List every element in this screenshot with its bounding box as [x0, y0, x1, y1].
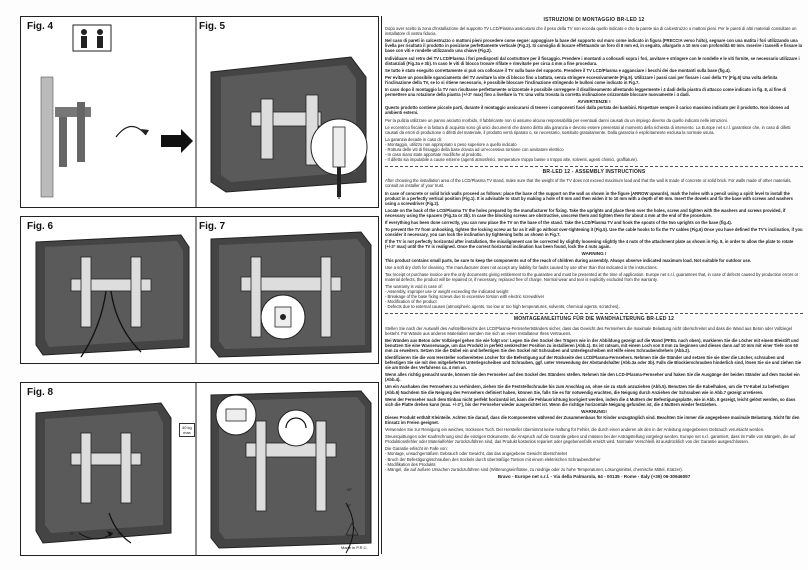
section-italian: ISTRUZIONI DI MONTAGGIO BR-LED 12 Dopo a…: [385, 17, 803, 163]
german-p5: Um ein Aushaken des Fernsehers zu verhin…: [385, 384, 790, 395]
section-german: MONTAGEANLEITUNG FÜR DIE WANDHALTERUNG B…: [385, 317, 803, 479]
instructions-text: ISTRUZIONI DI MONTAGGIO BR-LED 12 Dopo a…: [385, 16, 803, 479]
italian-title: ISTRUZIONI DI MONTAGGIO BR-LED 12: [543, 17, 645, 23]
italian-p9: Le eccentrico fiscale e la fattura di ac…: [385, 124, 791, 135]
tilt-plus-label: +3°: [117, 531, 124, 536]
italian-p3: Individuare sul retro del TV LCD/Plasma …: [385, 55, 800, 66]
section-english: BR-LED 12 - ASSEMBLY INSTRUCTIONS After …: [385, 169, 803, 310]
english-list-item: - Modification of the product: [385, 299, 437, 305]
italian-p5: Per evitare un possibile sganciamento de…: [385, 74, 778, 85]
english-list-item: - Assembly, improper use or weight excee…: [385, 289, 509, 295]
english-p3: Locate on the back of the LCD/Plasma TV …: [385, 207, 786, 218]
italian-list-item: - Rottura delle viti di fissaggio della …: [385, 146, 564, 152]
figure-panel-8-9: Fig. 8 40 kg max: [20, 382, 379, 556]
fig6-7-illustration: [35, 217, 372, 363]
made-in-label: Made in P.R.C.: [341, 545, 368, 550]
german-list-item: - Mängel, die auf äußere Ursachen zurück…: [385, 466, 683, 472]
fig6-label: Fig. 6: [27, 221, 54, 232]
italian-p6: In caso dopo il montaggio la TV non risu…: [385, 87, 787, 98]
english-p6: If the TV is not perfectly horizontal af…: [385, 239, 794, 250]
german-p9: Steuerquittungen oder Kaufrechnung sind …: [385, 434, 796, 445]
section-separator: [385, 313, 803, 315]
fig7-label: Fig. 7: [199, 221, 226, 232]
angle-plus-label: +5°: [346, 487, 353, 492]
english-title: BR-LED 12 - ASSEMBLY INSTRUCTIONS: [542, 169, 646, 176]
german-p2: Bei Wänden aus Beton oder Vollziegel geh…: [385, 337, 799, 353]
english-list-intro: The warranty is void in case of:: [385, 283, 443, 289]
angle-minus-label: -5°: [346, 503, 352, 508]
english-list-item: - Defects due to external causes (atmosp…: [385, 304, 620, 310]
section-separator: [385, 166, 803, 168]
english-p7: This product contains small parts, be su…: [385, 257, 752, 263]
english-list-item: - Breakage of the base fixing screws due…: [385, 294, 545, 300]
italian-list-intro: La garanzia decade in caso di:: [385, 136, 442, 142]
fig8-9-illustration: [35, 383, 372, 555]
max-load-value: 40 kg: [182, 425, 192, 430]
italian-p2: Nel caso di pareti in calcestruzzo o mat…: [385, 38, 802, 54]
german-list-item: - Montage, unsachgemäßem Gebrauch oder G…: [385, 451, 568, 457]
english-p1: After choosing the installation area of …: [385, 178, 792, 189]
english-warning-title: WARNING !: [581, 251, 607, 257]
english-p2: In case of concrete or solid brick walls…: [385, 190, 793, 206]
italian-warning-title: AVVERTENZE !: [577, 99, 611, 105]
english-p4: If everything has been done correctly, y…: [385, 220, 732, 225]
german-list-item: - Modifikation des Produkts: [385, 461, 436, 467]
german-p4: Wenn alles richtig gemacht wurde, können…: [385, 372, 800, 383]
italian-p7: Questo prodotto contiene piccole parti, …: [385, 105, 790, 116]
italian-p1: Dopo aver scelto la zona d'installazione…: [385, 26, 797, 37]
tilt-minus-label: -3°: [69, 531, 75, 536]
figure-panel-4-5: Fig. 4 Fig. 5: [20, 16, 379, 208]
german-p3: Identifizieren Sie die vom Hersteller vo…: [385, 354, 802, 371]
italian-list-item: - Montaggio, utilizzo non appropriato o …: [385, 141, 517, 147]
english-p9: Tax receipt or purchase invoice are the …: [385, 271, 799, 282]
german-warning-title: WARNUNG!: [581, 408, 607, 414]
fig4-label: Fig. 4: [27, 21, 54, 32]
fig4-5-illustration: [40, 17, 368, 207]
column-divider: [381, 16, 382, 554]
german-p8: Verwenden Sie zur Reinigung ein weiches,…: [385, 427, 765, 433]
max-load-badge: 40 kg max: [179, 423, 195, 437]
company-footer: Bravo - Europe net s.r.l. - Via della Pa…: [497, 473, 691, 479]
german-p1: Stellen Sie nach der Auswahl des Aufstel…: [385, 325, 792, 336]
english-p5: To prevent the TV from unhooking, tighte…: [385, 227, 803, 238]
german-title: MONTAGEANLEITUNG FÜR DIE WANDHALTERUNG B…: [513, 316, 675, 323]
max-load-unit: max: [183, 430, 191, 435]
figure-panel-6-7: Fig. 6 Fig. 7: [20, 216, 379, 364]
italian-list-item: - Il difetto sia imputabile a cause este…: [385, 157, 638, 163]
german-p7: Dieses Produkt enthält Kleinteile. Achte…: [385, 414, 800, 425]
german-list-item: - Bruch der Befestigungsschrauben des So…: [385, 456, 601, 462]
german-p6: Wenn der Fernseher nach dem Einbau nicht…: [385, 396, 796, 407]
italian-p4: Se tutto è stato eseguito correttamente …: [385, 67, 731, 73]
english-p8: Use a soft dry cloth for cleaning. The m…: [385, 264, 658, 270]
fig5-label: Fig. 5: [199, 21, 226, 32]
german-list-intro: Die Garantie erlischt im Falle von:: [385, 446, 448, 452]
fig8-label: Fig. 8: [27, 387, 54, 398]
italian-list-item: - In caso siano state apportate modifich…: [385, 152, 483, 158]
italian-p8: Per la pulizia utilizzare un panno asciu…: [385, 117, 728, 123]
